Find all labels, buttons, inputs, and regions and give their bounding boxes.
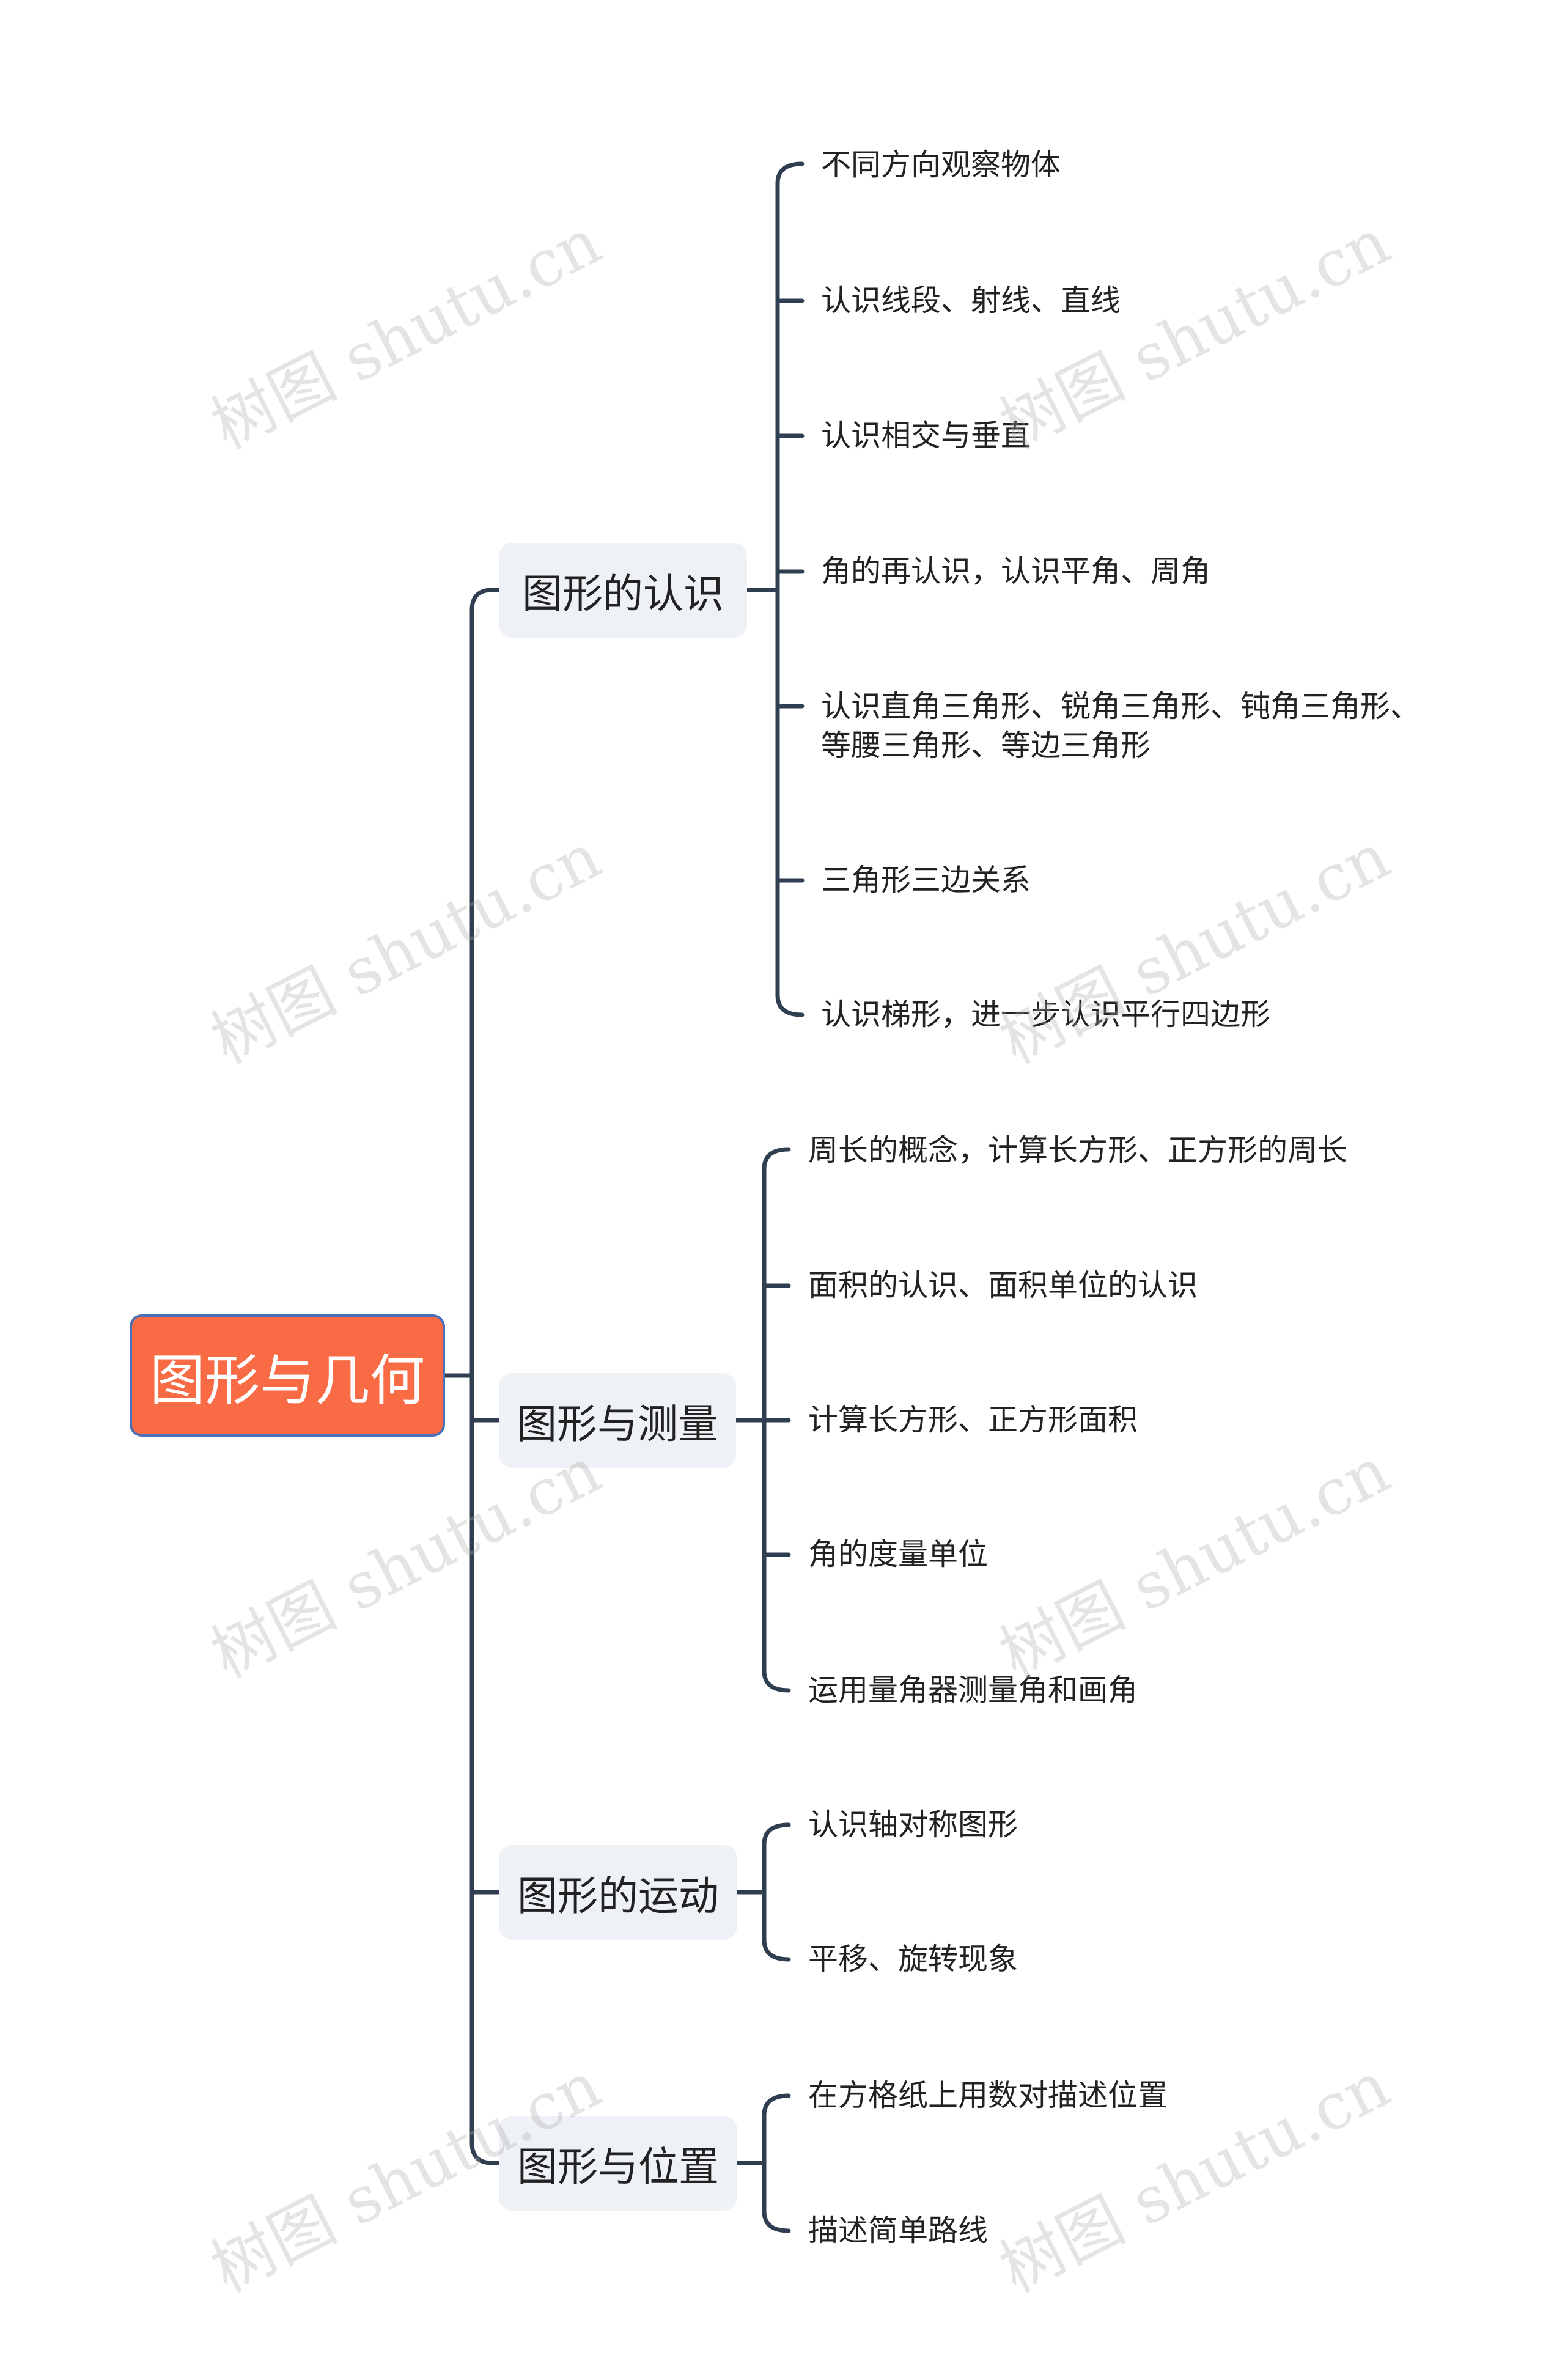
leaf-node[interactable]: 周长的概念，计算长方形、正方形的周长 [808,1134,1348,1167]
branch-label: 图形的认识 [522,570,724,616]
watermark: 树图 shutu.cn [199,818,613,1078]
branch-node-position[interactable]: 图形与位置 [499,2116,737,2211]
leaf-node[interactable]: 等腰三角形、等边三角形 [821,729,1151,762]
root-node[interactable]: 图形与几何 [130,1314,445,1437]
leaf-node[interactable]: 面积的认识、面积单位的认识 [808,1269,1198,1302]
leaf-node[interactable]: 认识直角三角形、锐角三角形、钝角三角形、 [821,690,1421,723]
leaf-node[interactable]: 认识梯形，进一步认识平行四边形 [821,998,1271,1031]
leaf-node[interactable]: 角的度量单位 [808,1538,989,1571]
leaf-node[interactable]: 认识轴对称图形 [808,1808,1018,1841]
leaf-node[interactable]: 不同方向观察物体 [821,149,1061,182]
watermark: 树图 shutu.cn [988,204,1401,464]
branch-node-recognition[interactable]: 图形的认识 [499,543,747,638]
leaf-node[interactable]: 运用量角器测量角和画角 [808,1674,1138,1707]
watermark: 树图 shutu.cn [988,818,1401,1078]
branch-node-motion[interactable]: 图形的运动 [499,1845,737,1940]
watermark: 树图 shutu.cn [199,1432,613,1693]
leaf-node[interactable]: 计算长方形、正方形面积 [808,1404,1138,1437]
branch-node-measurement[interactable]: 图形与测量 [499,1373,736,1468]
branch-label: 图形与位置 [517,2143,719,2189]
leaf-node[interactable]: 角的再认识，认识平角、周角 [821,555,1211,588]
watermark: 树图 shutu.cn [199,204,613,464]
branch-label: 图形与测量 [517,1401,718,1446]
leaf-node[interactable]: 描述简单路线 [808,2214,989,2247]
watermark: 树图 shutu.cn [988,1432,1401,1693]
leaf-node[interactable]: 在方格纸上用数对描述位置 [808,2079,1168,2112]
branch-label: 图形的运动 [517,1873,719,1918]
trunk-line [470,588,501,2165]
leaf-node[interactable]: 平移、旋转现象 [808,1943,1018,1976]
leaf-node[interactable]: 认识线段、射线、直线 [821,284,1121,317]
root-label: 图形与几何 [150,1350,425,1412]
leaf-node[interactable]: 认识相交与垂直 [821,419,1031,452]
leaf-node[interactable]: 三角形三边关系 [821,864,1031,897]
